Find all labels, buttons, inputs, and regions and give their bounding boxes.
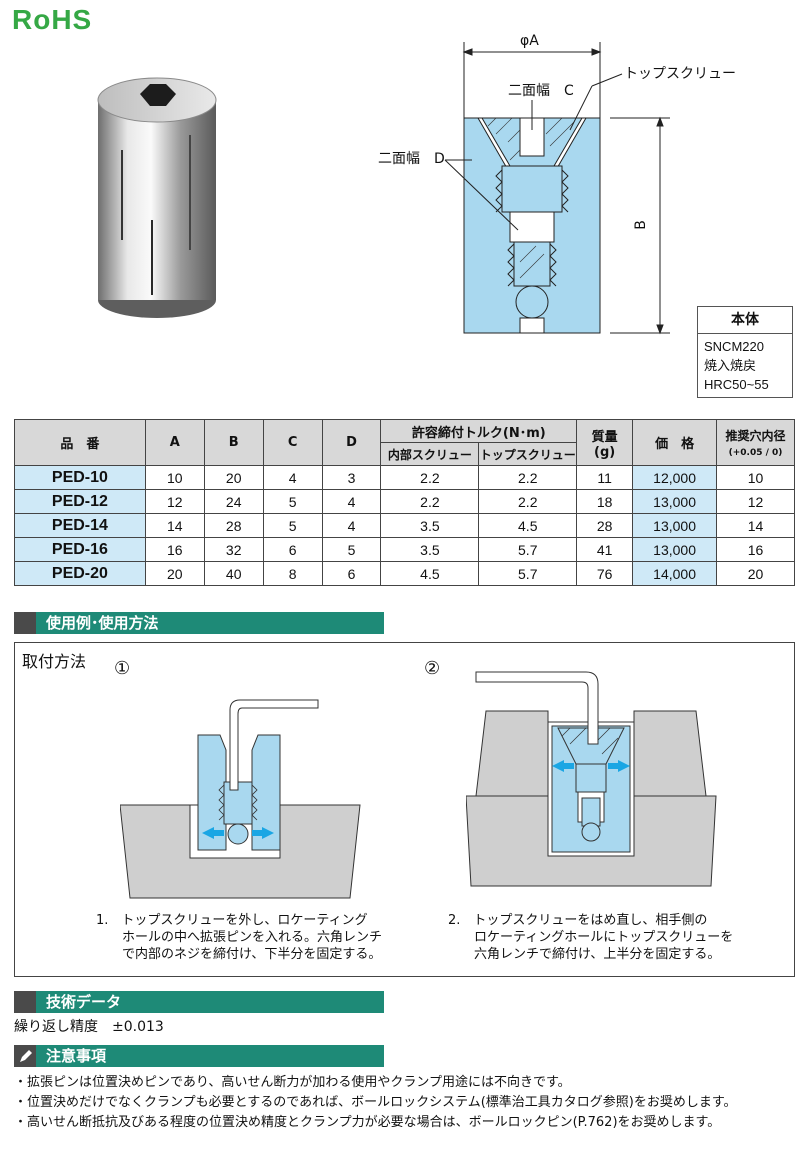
- caution-section-header: 注意事項: [14, 1045, 384, 1067]
- cell-hole: 12: [716, 489, 795, 514]
- top-screw-label: トップスクリュー: [624, 66, 736, 82]
- cell-a: 20: [144, 561, 205, 586]
- flat-c-label: 二面幅 C: [508, 83, 574, 99]
- cell-mass: 76: [576, 561, 634, 586]
- cell-b: 20: [203, 465, 264, 490]
- cell-top: 2.2: [478, 489, 578, 514]
- cell-c: 6: [262, 537, 323, 562]
- cross-section-drawing: [444, 42, 670, 335]
- cell-inner: 3.5: [380, 513, 480, 538]
- cell-price: 13,000: [632, 489, 718, 514]
- caution-item: ・位置決めだけでなくクランプも必要とするのであれば、ボールロックシステム(標準治…: [14, 1095, 737, 1110]
- col-mass: 質量(g): [576, 419, 634, 466]
- cell-d: 4: [321, 489, 382, 514]
- material-line: HRC50~55: [704, 377, 769, 392]
- col-b: B: [203, 419, 264, 466]
- cell-hole: 20: [716, 561, 795, 586]
- col-part: 品 番: [14, 419, 146, 466]
- cell-hole: 14: [716, 513, 795, 538]
- cell-c: 8: [262, 561, 323, 586]
- cell-inner: 4.5: [380, 561, 480, 586]
- cell-c: 4: [262, 465, 323, 490]
- install-step-2-illustration: [466, 671, 717, 887]
- step-1-number: ①: [114, 658, 131, 679]
- caution-item: ・高いせん断抵抗及びある程度の位置決め精度とクランプ力が必要な場合は、ボールロッ…: [14, 1115, 721, 1130]
- cell-b: 28: [203, 513, 264, 538]
- material-line: SNCM220: [704, 339, 764, 354]
- step-1-text: 1. トップスクリューを外し、ロケーティング ホールの中へ拡張ピンを入れる。六角…: [96, 913, 383, 962]
- material-header: 本体: [698, 307, 792, 334]
- cell-b: 40: [203, 561, 264, 586]
- cell-top: 4.5: [478, 513, 578, 538]
- col-hole: 推奨穴内径(+0.05 / 0): [716, 419, 795, 466]
- tech-section-header: 技術データ: [14, 991, 384, 1013]
- cell-top: 2.2: [478, 465, 578, 490]
- cell-mass: 18: [576, 489, 634, 514]
- col-a: A: [144, 419, 205, 466]
- material-box: 本体 SNCM220 焼入焼戻 HRC50~55: [697, 306, 793, 398]
- repeatability-text: 繰り返し精度 ±0.013: [14, 1019, 164, 1035]
- spec-table: 品 番 A B C D 許容締付トルク(N･m) 質量(g) 価 格 推奨穴内径…: [14, 419, 795, 586]
- col-d: D: [321, 419, 382, 466]
- cell-mass: 11: [576, 465, 634, 490]
- cell-inner: 2.2: [380, 489, 480, 514]
- cell-hole: 10: [716, 465, 795, 490]
- usage-subtitle: 取付方法: [22, 652, 87, 671]
- dim-a-label: φA: [520, 33, 539, 49]
- cell-part: PED-16: [14, 537, 146, 562]
- cell-price: 12,000: [632, 465, 718, 490]
- col-inner-screw: 内部スクリュー: [380, 442, 480, 466]
- cell-a: 12: [144, 489, 205, 514]
- cell-a: 14: [144, 513, 205, 538]
- pen-icon: [20, 1050, 32, 1062]
- cell-c: 5: [262, 513, 323, 538]
- cell-part: PED-20: [14, 561, 146, 586]
- cell-c: 5: [262, 489, 323, 514]
- rohs-logo: RoHS: [12, 4, 93, 35]
- cell-a: 10: [144, 465, 205, 490]
- cell-part: PED-10: [14, 465, 146, 490]
- cell-top: 5.7: [478, 537, 578, 562]
- step-2-text: 2. トップスクリューをはめ直し、相手側の ロケーティングホールにトップスクリュ…: [448, 913, 734, 962]
- cell-d: 4: [321, 513, 382, 538]
- cell-price: 13,000: [632, 513, 718, 538]
- cell-b: 32: [203, 537, 264, 562]
- cell-inner: 3.5: [380, 537, 480, 562]
- cell-a: 16: [144, 537, 205, 562]
- cell-price: 14,000: [632, 561, 718, 586]
- install-step-1-illustration: [120, 699, 361, 899]
- cell-mass: 28: [576, 513, 634, 538]
- cell-b: 24: [203, 489, 264, 514]
- usage-box: [14, 642, 795, 977]
- cell-mass: 41: [576, 537, 634, 562]
- cell-part: PED-14: [14, 513, 146, 538]
- col-price: 価 格: [632, 419, 718, 466]
- col-torque: 許容締付トルク(N･m): [380, 419, 578, 443]
- cell-part: PED-12: [14, 489, 146, 514]
- cell-d: 5: [321, 537, 382, 562]
- usage-section-header: 使用例･使用方法: [14, 612, 384, 634]
- cell-hole: 16: [716, 537, 795, 562]
- material-line: 焼入焼戻: [704, 358, 757, 373]
- col-c: C: [262, 419, 323, 466]
- flat-d-label: 二面幅 D: [378, 151, 445, 167]
- cell-d: 6: [321, 561, 382, 586]
- cell-top: 5.7: [478, 561, 578, 586]
- cell-d: 3: [321, 465, 382, 490]
- cell-inner: 2.2: [380, 465, 480, 490]
- col-top-screw: トップスクリュー: [478, 442, 578, 466]
- caution-item: ・拡張ピンは位置決めピンであり、高いせん断力が加わる使用やクランプ用途には不向き…: [14, 1075, 571, 1090]
- cell-price: 13,000: [632, 537, 718, 562]
- step-2-number: ②: [424, 658, 441, 679]
- dim-b-label: B: [632, 220, 649, 230]
- product-photo: [97, 77, 217, 318]
